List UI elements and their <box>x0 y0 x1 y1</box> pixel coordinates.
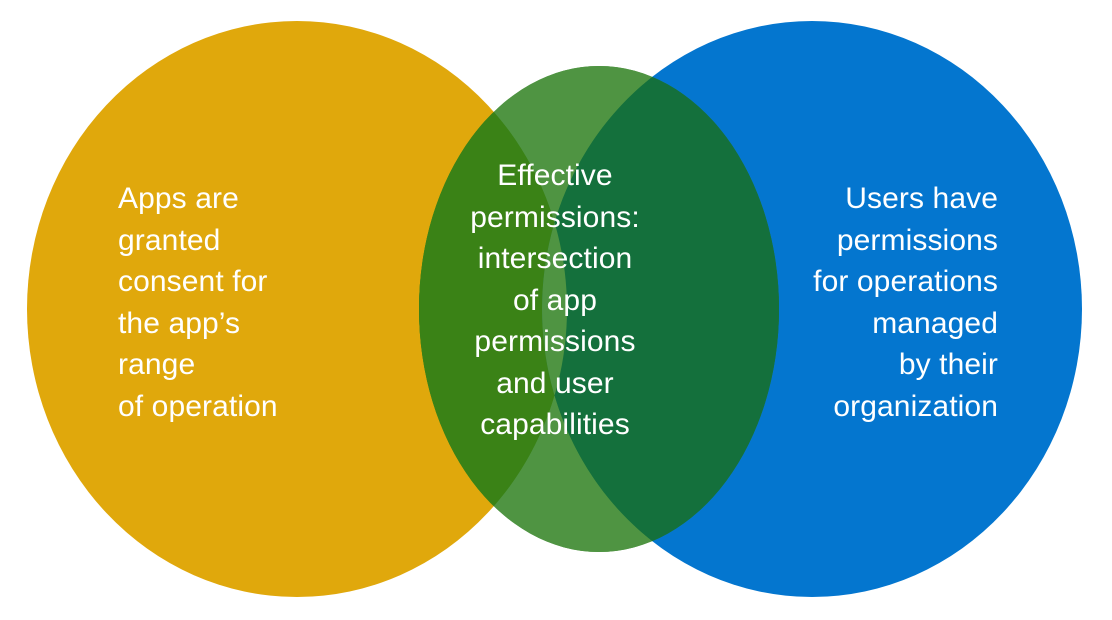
app-permissions-circle <box>27 21 567 597</box>
effective-permissions-label: Effective permissions: intersection of a… <box>470 159 640 442</box>
app-permissions-label: Apps are granted consent for the app’s r… <box>118 182 278 423</box>
user-permissions-label: Users have permissions for operations ma… <box>813 182 998 423</box>
